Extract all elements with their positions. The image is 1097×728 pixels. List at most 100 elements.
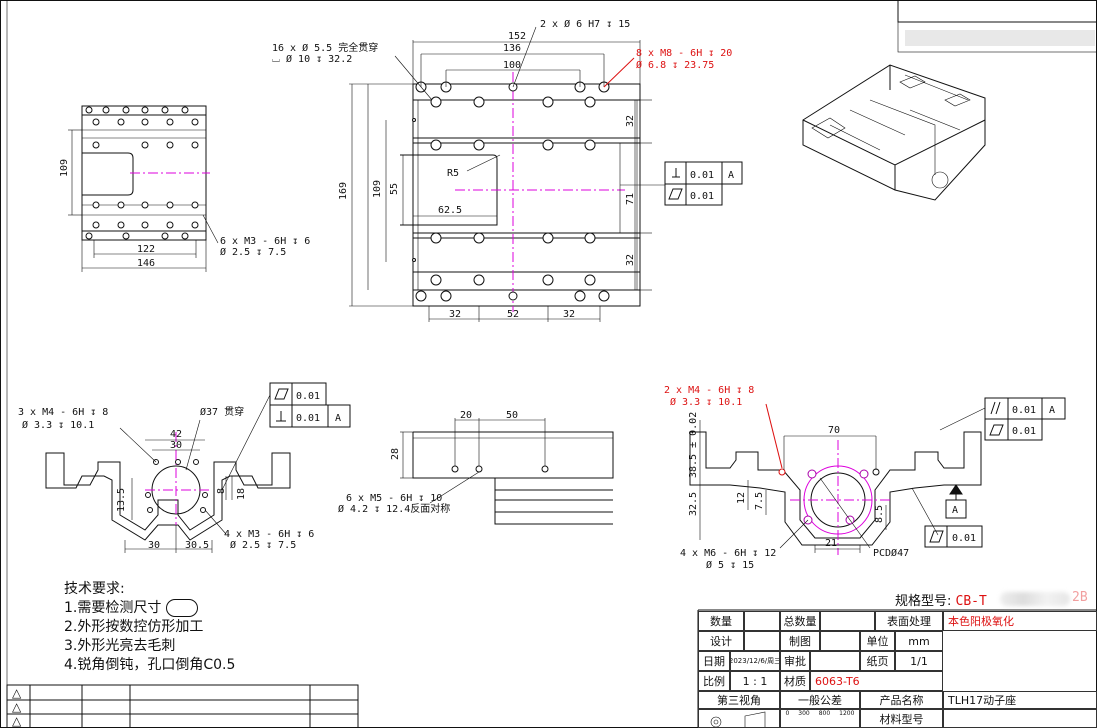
- fr-dim-38-5: 38.5 ± 0.02: [688, 412, 699, 478]
- tb-total-qty-value: [820, 611, 875, 631]
- tb-date-label: 日期: [698, 651, 730, 671]
- dim-152: 152: [508, 31, 526, 42]
- corner-box: [897, 0, 1097, 23]
- tb-sheet-label: 纸页: [860, 651, 895, 671]
- front-right-view: 2 x M4 - 6H ↧ 8 Ø 3.3 ↧ 10.1 70 38.5 ± 0…: [664, 385, 1066, 571]
- fr-dim-70: 70: [828, 425, 840, 436]
- fr-datum-a: A: [952, 505, 958, 516]
- callout-16x-counterbore: ⌴ Ø 10 ↧ 32.2: [272, 53, 352, 65]
- callout-m8-2: Ø 6.8 ↧ 23.75: [636, 59, 714, 71]
- callout-16x-holes: 16 x Ø 5.5 完全贯穿: [272, 41, 378, 54]
- fl-dim-30: 30: [170, 440, 182, 451]
- tb-product-label: 产品名称: [860, 691, 943, 709]
- tb-qty-label: 数量: [698, 611, 744, 631]
- side-dim-28: 28: [390, 448, 401, 460]
- left-view: 109 122 146 6 x M3 - 6H ↧ 6 Ø 2.5 ↧ 7.5: [59, 105, 310, 272]
- tol-range-3: 1200: [839, 710, 855, 717]
- fl-dim-42: 42: [170, 429, 182, 440]
- tb-projection-label: 第三视角: [698, 691, 780, 709]
- left-dim-146: 146: [137, 258, 155, 269]
- left-callout-1: 6 x M3 - 6H ↧ 6: [220, 236, 310, 247]
- tb-tol-ranges: 0 300 800 1200: [780, 709, 860, 728]
- fl-callout-m3-1: 4 x M3 - 6H ↧ 6: [224, 529, 314, 540]
- model-suffix: 2B: [1072, 590, 1088, 605]
- side-view: 20 50 28 6 x M5 - 6H ↧ 10 Ø 4.2 ↧ 12.4反面…: [338, 410, 614, 525]
- rev-triangle-1: △: [12, 686, 22, 700]
- dim-bottom-52: 52: [507, 309, 519, 320]
- tech-item-3: 3.外形光亮去毛刺: [64, 638, 176, 654]
- tb-scale-label: 比例: [698, 671, 730, 691]
- tb-qty-value: [744, 611, 780, 631]
- fr-callout-m6-2: Ø 5 ↧ 15: [706, 559, 754, 571]
- fl-gdt-ref: A: [335, 413, 341, 424]
- fr-dim-8-5: 8.5: [874, 505, 885, 523]
- rev-triangle-3: △: [12, 714, 22, 728]
- side-dim-50: 50: [506, 410, 518, 421]
- fl-dim-30-5: 30.5: [185, 540, 209, 551]
- model-label: 规格型号:: [895, 594, 952, 609]
- tb-projection-cell: [698, 709, 780, 728]
- fr-callout-red-2: Ø 3.3 ↧ 10.1: [670, 396, 742, 408]
- dim-136: 136: [503, 43, 521, 54]
- front-left-view: 3 x M4 - 6H ↧ 8 Ø 3.3 ↧ 10.1 Ø37 贯穿 42 3…: [18, 382, 351, 553]
- fr-pcd: PCDØ47: [873, 547, 909, 559]
- fl-callout-2: Ø 3.3 ↧ 10.1: [22, 419, 94, 431]
- callout-m8-1: 8 x M8 - 6H ↧ 20: [636, 48, 732, 59]
- top-view: 152 136 100 169 109 55 R5 62.5 32 71 32 …: [272, 18, 743, 322]
- dim-right-32-bot: 32: [625, 254, 636, 266]
- fl-gdt-perp: 0.01: [296, 413, 320, 424]
- tb-material-value: 6063-T6: [810, 671, 943, 691]
- inspection-oval-icon: [165, 599, 198, 617]
- tech-item-2: 2.外形按数控仿形加工: [64, 619, 204, 635]
- fr-dim-12: 12: [736, 492, 747, 504]
- tb-scale-value: 1 : 1: [730, 671, 780, 691]
- dim-169: 169: [338, 182, 349, 200]
- left-callout-2: Ø 2.5 ↧ 7.5: [220, 246, 286, 258]
- tech-item-1: 1.需要检测尺寸: [64, 597, 198, 617]
- dim-bottom-32-left: 32: [449, 309, 461, 320]
- tb-unit-label: 单位: [860, 631, 895, 651]
- fr-gdt-par-ref: A: [1049, 405, 1055, 416]
- tb-surface-value: 本色阳极氧化: [943, 611, 1097, 631]
- tb-material-label: 材质: [780, 671, 810, 691]
- fl-dim-8: 8: [216, 488, 227, 494]
- fl-bore: Ø37 贯穿: [200, 405, 244, 418]
- model-redaction: [1000, 592, 1070, 606]
- rev-triangle-2: △: [12, 700, 22, 714]
- gdt-perp-ref: A: [728, 170, 734, 181]
- left-dim-109: 109: [59, 159, 70, 177]
- tol-range-0: 0: [785, 710, 790, 717]
- side-callout-2: Ø 4.2 ↧ 12.4反面对称: [338, 502, 450, 515]
- tech-item-4: 4.锐角倒钝，孔口倒角C0.5: [64, 657, 236, 673]
- tb-design-value: [744, 631, 780, 651]
- fl-dim-13-5: 13.5: [116, 488, 127, 512]
- tol-range-2: 800: [818, 710, 831, 717]
- tech-title: 技术要求:: [64, 581, 125, 597]
- dim-bottom-32-right: 32: [563, 309, 575, 320]
- tb-drawing-label: 制图: [780, 631, 820, 651]
- tb-approve-value: [810, 651, 860, 671]
- tb-date-value: 2023/12/6/周三: [730, 651, 780, 671]
- fl-gdt-flat: 0.01: [296, 391, 320, 402]
- tb-part-value: [943, 709, 1097, 728]
- fr-gdt-flat-value: 0.01: [1012, 426, 1036, 437]
- dim-100: 100: [503, 60, 521, 71]
- dim-right-71: 71: [625, 193, 636, 205]
- fr-dim-21: 21: [825, 538, 837, 549]
- revision-table: △ △ △: [6, 684, 359, 728]
- model-value: CB-T: [955, 594, 987, 609]
- tb-unit-value: mm: [895, 631, 943, 651]
- fr-dim-32-5: 32.5: [688, 492, 699, 516]
- callout-pins: 2 x Ø 6 H7 ↧ 15: [540, 18, 630, 30]
- gdt-flat-value: 0.01: [690, 191, 714, 202]
- dim-right-32-top: 32: [625, 115, 636, 127]
- left-dim-122: 122: [137, 244, 155, 255]
- dim-55: 55: [389, 183, 400, 195]
- tech-item-1-text: 1.需要检测尺寸: [64, 600, 162, 616]
- tb-part-label: 材料型号: [860, 709, 943, 728]
- tb-product-value: TLH17动子座: [943, 691, 1097, 709]
- blurred-region: [905, 30, 1095, 46]
- tb-design-label: 设计: [698, 631, 744, 651]
- tb-surface-label: 表面处理: [875, 611, 943, 631]
